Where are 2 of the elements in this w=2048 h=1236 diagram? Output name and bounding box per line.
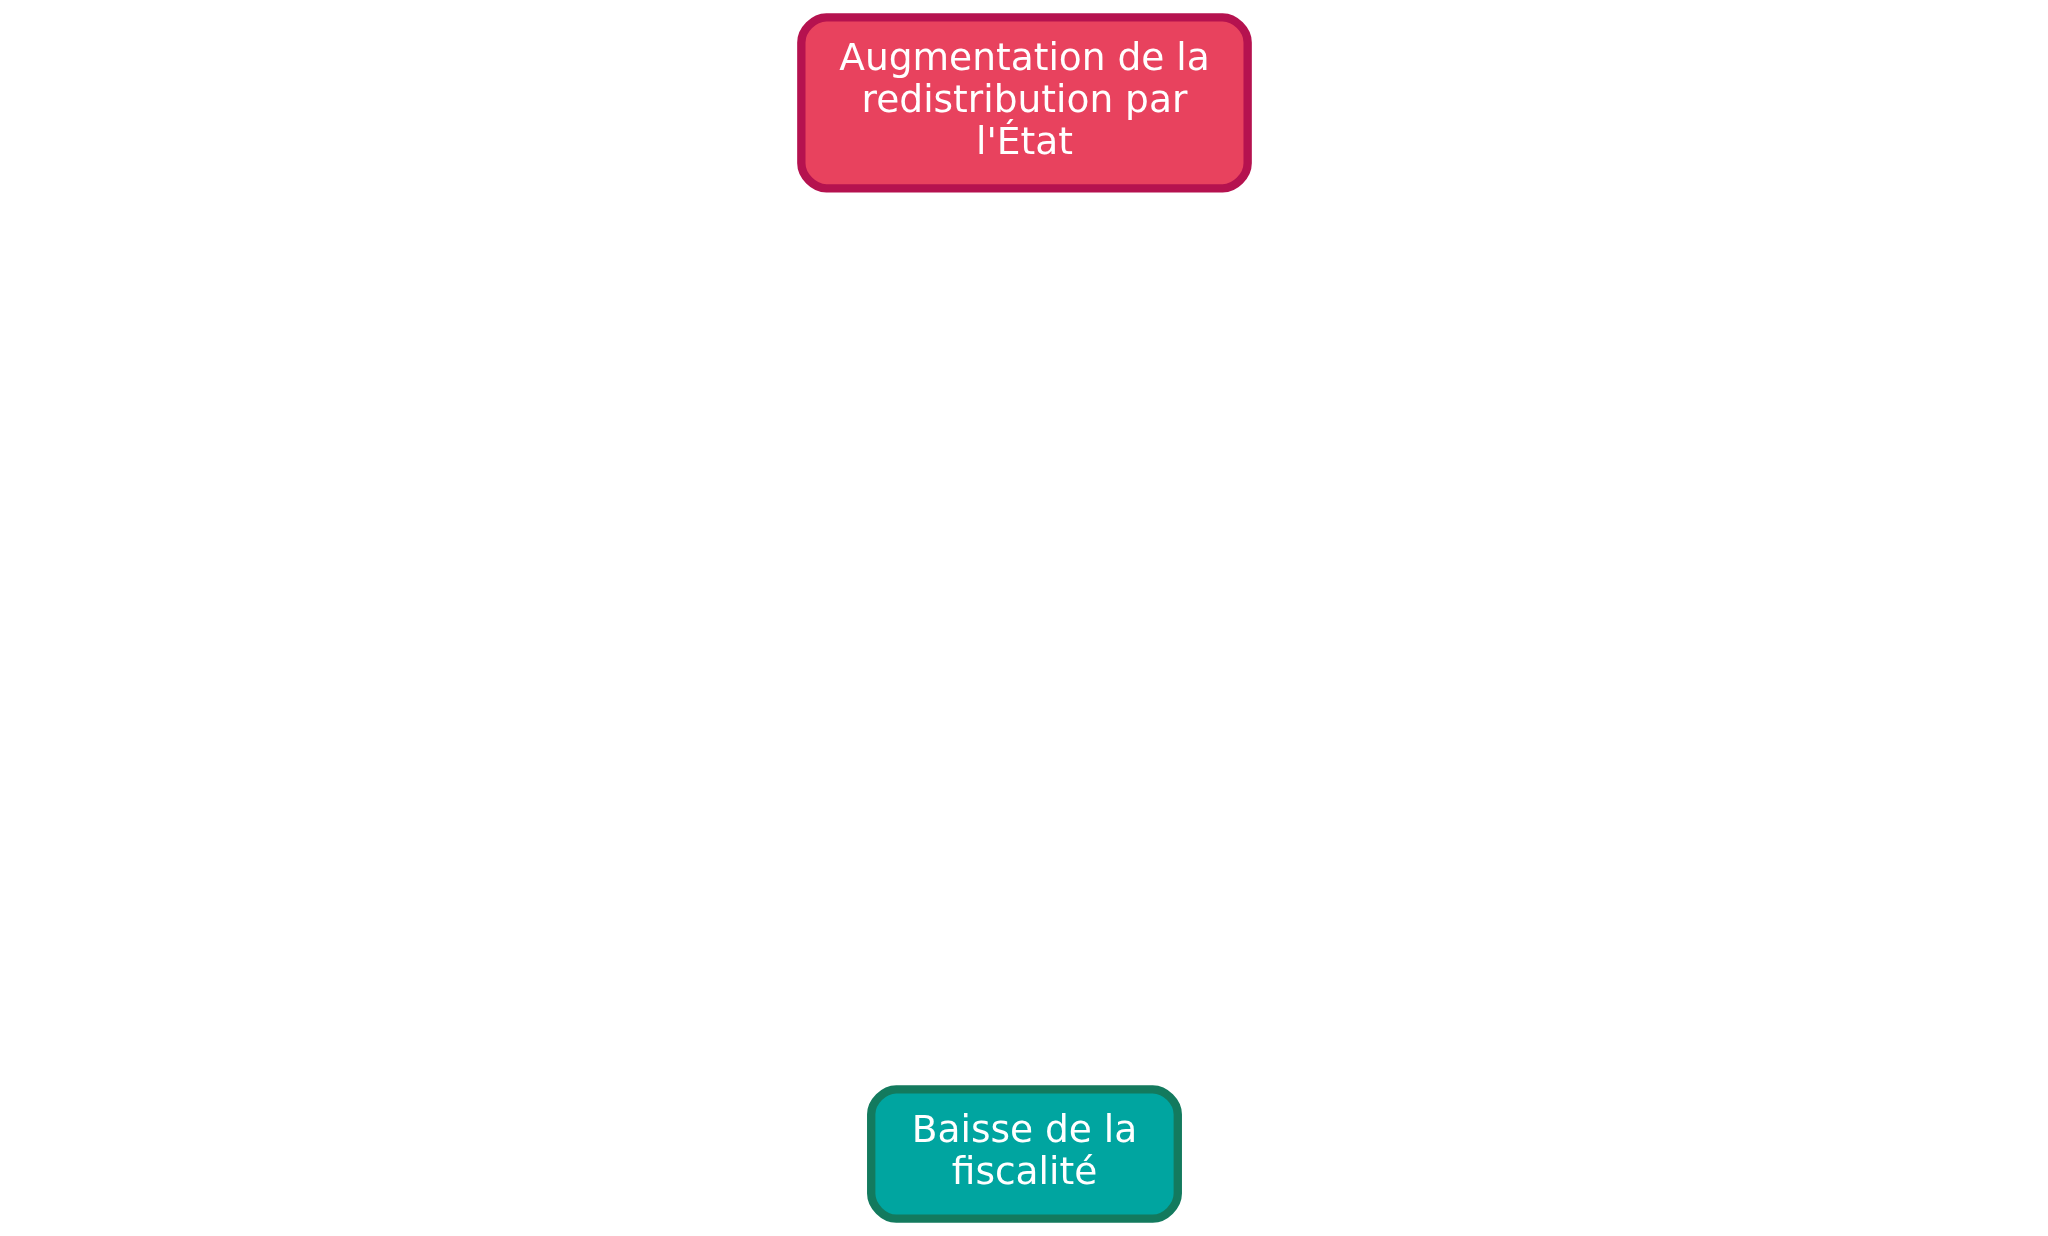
node-box: Augmentation de la redistribution par l'État [796, 13, 1252, 193]
node-box: Baisse de la fiscalité [866, 1085, 1182, 1223]
